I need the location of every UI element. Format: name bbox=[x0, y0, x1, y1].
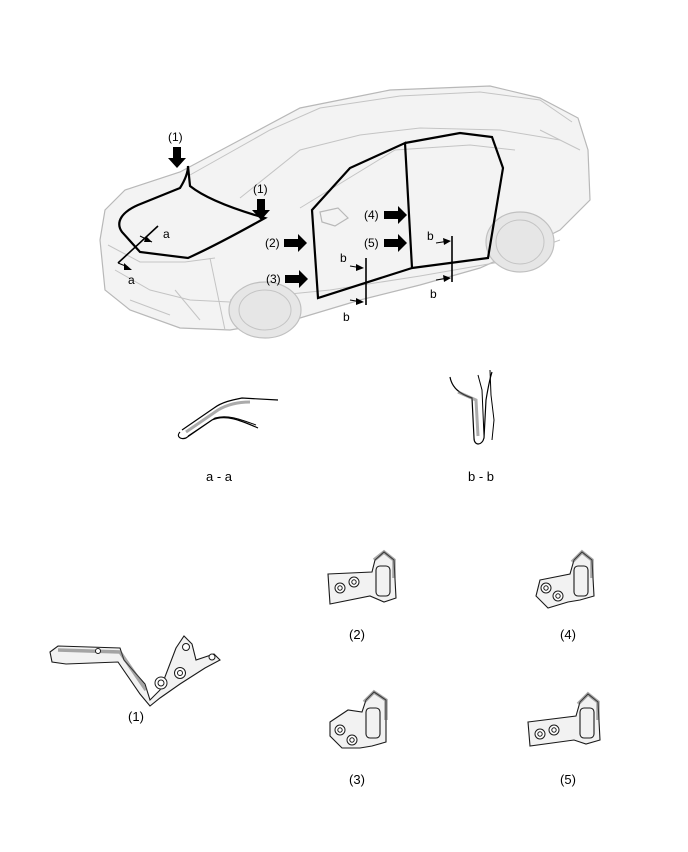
label-front-upper: (2) bbox=[265, 236, 280, 250]
part-1-hood-hinge: (1) bbox=[49, 635, 221, 724]
part-4-door-hinge: (4) bbox=[535, 549, 595, 642]
label-front-lower: (3) bbox=[266, 272, 281, 286]
hood-seal-line bbox=[118, 165, 268, 260]
down-arrow-icon bbox=[168, 147, 186, 168]
down-arrow-icon bbox=[252, 199, 270, 220]
section-b-b-caption: b - b bbox=[468, 469, 494, 484]
part-5-door-hinge: (5) bbox=[527, 691, 601, 787]
car-body bbox=[99, 85, 591, 331]
label-rear-lower: (5) bbox=[364, 236, 379, 250]
part-4-caption: (4) bbox=[560, 627, 576, 642]
section-b-b-view: b - b bbox=[449, 369, 495, 484]
car-illustration bbox=[99, 85, 591, 339]
label-hood-hinge: (1) bbox=[168, 130, 183, 144]
label-hood-hinge-2: (1) bbox=[253, 182, 268, 196]
part-5-caption: (5) bbox=[560, 772, 576, 787]
right-arrow-icon bbox=[284, 234, 307, 252]
label-rear-upper: (4) bbox=[364, 208, 379, 222]
right-arrow-icon bbox=[384, 206, 407, 224]
section-a-mark-2: a bbox=[128, 273, 135, 287]
part-1-caption: (1) bbox=[128, 709, 144, 724]
section-a-a-caption: a - a bbox=[206, 469, 233, 484]
callout-arrows: (1) (1) (2) (3) (4) (5) a a b b b bbox=[117, 130, 453, 324]
rear-door-seal bbox=[404, 131, 505, 270]
part-2-door-hinge: (2) bbox=[327, 549, 397, 642]
right-arrow-icon bbox=[285, 270, 308, 288]
part-3-caption: (3) bbox=[349, 772, 365, 787]
right-arrow-icon bbox=[384, 234, 407, 252]
section-b-mark-3: b bbox=[427, 229, 434, 243]
section-b-mark-2: b bbox=[343, 310, 350, 324]
part-2-caption: (2) bbox=[349, 627, 365, 642]
part-3-door-hinge: (3) bbox=[329, 689, 388, 787]
section-b-mark-1: b bbox=[340, 251, 347, 265]
section-a-mark-1: a bbox=[163, 227, 170, 241]
section-a-a-view: a - a bbox=[177, 397, 279, 484]
section-b-mark-4: b bbox=[430, 287, 437, 301]
front-door-seal bbox=[310, 141, 414, 300]
